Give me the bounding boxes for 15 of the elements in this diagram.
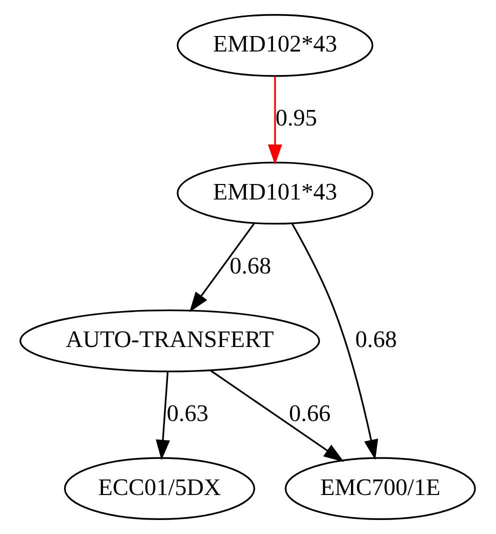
arrow [291,223,378,460]
node-ellipse: ECC01/5DX [64,457,256,520]
edge-label: 0.95 [275,106,318,132]
edge-label: 0.66 [289,400,331,427]
node-ellipse: EMC700/1E [284,457,476,520]
node-ellipse: EMD102*43 [176,14,374,77]
arrow [210,370,344,462]
node-ellipse: EMD101*43 [176,162,374,225]
arrow [189,222,255,312]
edge-label: 0.63 [166,400,208,427]
edge-label: 0.68 [355,327,397,354]
node-ellipse: AUTO-TRANSFERT [20,309,320,372]
arrow [268,76,282,165]
arrow [156,372,170,460]
edge-label: 0.68 [230,253,272,280]
